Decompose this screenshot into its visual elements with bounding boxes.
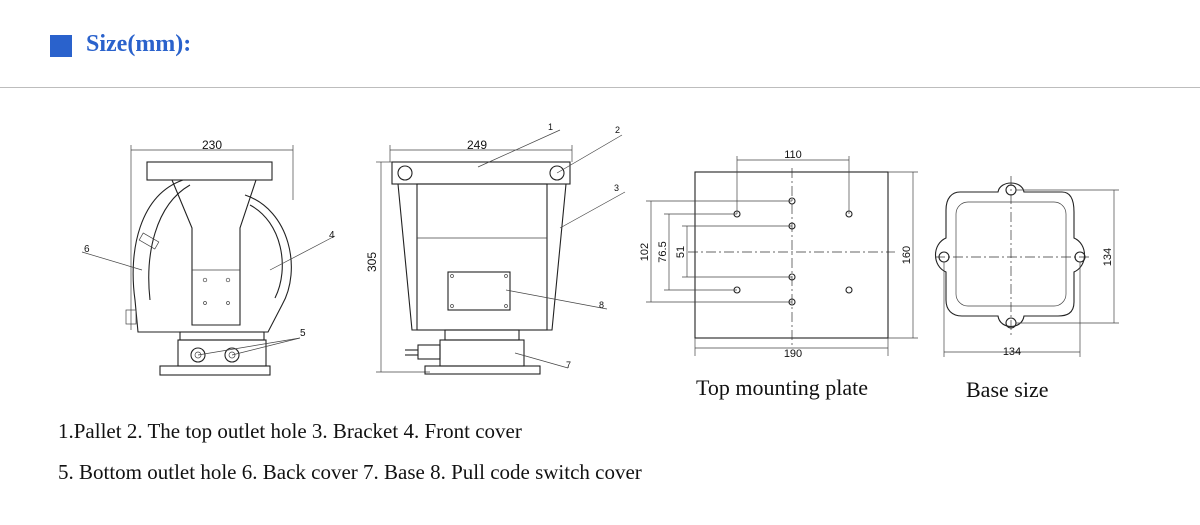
page-title: Size(mm): <box>86 31 192 57</box>
top-plate-view: 110 190 160 102 76.5 51 <box>639 149 918 360</box>
front-leader-8 <box>505 289 608 310</box>
side-hole-2 <box>225 277 231 283</box>
top-plate-hole-4 <box>845 286 853 294</box>
front-switch-screw-1 <box>450 274 454 278</box>
side-hole-4 <box>226 301 230 305</box>
front-base-plate <box>424 365 541 375</box>
side-outlet-1-core <box>194 351 202 359</box>
front-base-body <box>439 339 525 367</box>
front-label-1: 1 <box>548 122 553 132</box>
top-plate-dim-110: 110 <box>784 149 802 161</box>
front-label-7: 7 <box>566 360 571 370</box>
base-view: 134 134 <box>934 176 1119 358</box>
front-switch-cover <box>447 271 511 311</box>
top-plate-dim-51: 51 <box>675 246 687 258</box>
front-label-3: 3 <box>614 183 619 193</box>
side-hole-3 <box>203 301 207 305</box>
front-top-outlet-right <box>549 165 565 181</box>
front-leader-7 <box>514 352 569 369</box>
side-leader-5b <box>231 337 301 356</box>
front-top-outlet-left <box>397 165 413 181</box>
side-outlet-1 <box>190 347 206 363</box>
side-leader-5a <box>197 337 301 356</box>
front-bracket <box>397 183 567 331</box>
side-back-cover-outline <box>132 179 200 333</box>
front-leader-3 <box>559 191 626 229</box>
side-bracket <box>171 179 257 326</box>
base-dim-right: 134 <box>1102 248 1114 266</box>
front-leader-2 <box>556 134 623 174</box>
side-outlet-2 <box>224 347 240 363</box>
side-front-cover-outline <box>230 194 292 333</box>
base-outer-outline <box>934 182 1086 328</box>
side-label-4: 4 <box>329 230 335 241</box>
side-width-dim-text: 230 <box>202 138 222 152</box>
legend-line-1: 1.Pallet 2. The top outlet hole 3. Brack… <box>58 419 522 443</box>
front-label-2: 2 <box>615 125 620 135</box>
base-dim-bottom: 134 <box>1003 346 1021 358</box>
front-switch-screw-3 <box>450 304 454 308</box>
base-caption: Base size <box>966 377 1049 402</box>
front-switch-screw-4 <box>504 304 508 308</box>
front-leader-1 <box>477 129 561 168</box>
side-label-5: 5 <box>300 328 306 339</box>
front-housing <box>416 183 548 331</box>
front-view: 249 305 1 2 3 8 7 <box>365 122 626 375</box>
top-plate-caption: Top mounting plate <box>696 375 868 400</box>
top-plate-dim-102: 102 <box>639 243 651 261</box>
front-width-dim-text: 249 <box>467 138 487 152</box>
side-view: 230 6 4 5 <box>81 138 336 376</box>
header-divider <box>0 87 1200 88</box>
top-plate-dim-76-5: 76.5 <box>657 241 669 262</box>
side-pallet <box>146 161 273 181</box>
side-base-plate <box>159 365 271 376</box>
side-label-6: 6 <box>84 244 90 255</box>
side-base-neck <box>179 331 265 341</box>
legend-line-2: 5. Bottom outlet hole 6. Back cover 7. B… <box>58 460 642 484</box>
side-hole-1 <box>202 277 208 283</box>
side-back-cover-inner <box>148 184 191 301</box>
side-latch <box>138 232 160 250</box>
side-leader-4 <box>269 235 336 271</box>
front-base-neck <box>444 329 520 341</box>
front-cable-gland <box>417 344 441 360</box>
front-switch-screw-2 <box>504 274 508 278</box>
front-height-dim-text: 305 <box>365 252 379 272</box>
side-rear-knob <box>125 309 137 325</box>
top-plate-dim-160: 160 <box>901 246 913 264</box>
side-outlet-2-core <box>228 351 236 359</box>
front-label-8: 8 <box>599 300 604 310</box>
page-header: Size(mm): <box>0 0 1200 88</box>
top-plate-dim-190: 190 <box>784 348 802 360</box>
header-square-icon <box>50 35 72 57</box>
top-plate-outline <box>694 171 889 339</box>
side-front-cover-inner <box>249 204 283 299</box>
side-leader-6 <box>81 251 143 271</box>
